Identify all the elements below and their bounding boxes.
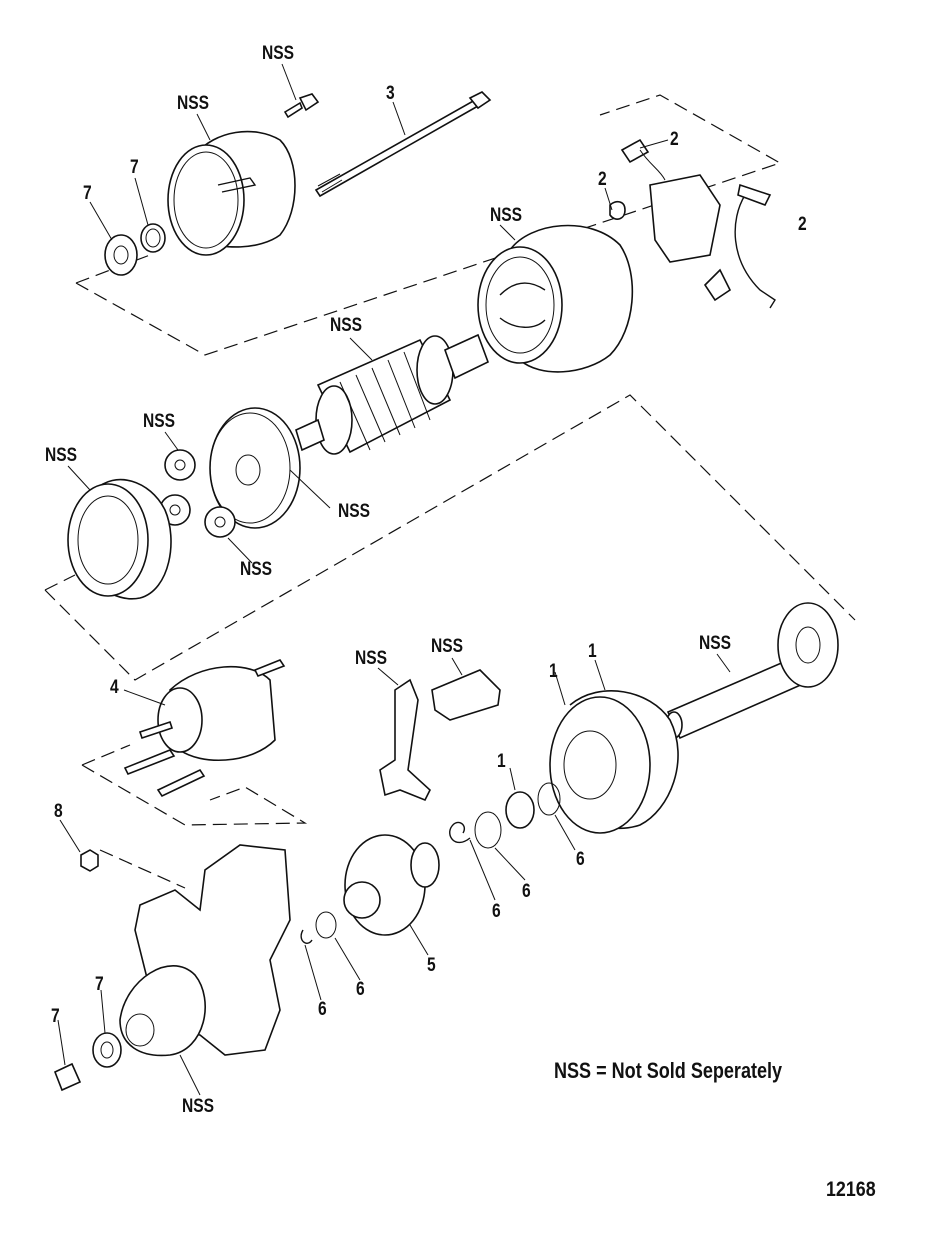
callout-nss-holder: NSS (431, 636, 464, 657)
callout-ring-6c: 6 (492, 901, 501, 922)
shift-lever-part (379, 678, 431, 802)
assembly-outline-solenoid (81, 744, 308, 826)
callout-brush-2b: 2 (598, 169, 607, 190)
washer-outer-top (104, 234, 138, 276)
callout-brush-2a: 2 (670, 129, 679, 150)
legend-text: NSS = Not Sold Seperately (554, 1058, 783, 1083)
nut-guide-line (99, 849, 186, 889)
callout-nss-gear-bottom: NSS (240, 559, 273, 580)
thru-bolt-part (314, 91, 492, 198)
armature-part (295, 333, 490, 455)
spring-ring-part (315, 911, 337, 939)
bolt-part (283, 93, 320, 119)
callout-nss-armature: NSS (330, 315, 363, 336)
callout-ring-6a: 6 (576, 849, 585, 870)
center-housing-part (549, 690, 679, 834)
bushing-part (53, 1062, 82, 1092)
brush-holder-part (609, 138, 776, 309)
callout-nss-ring-gear: NSS (45, 445, 78, 466)
nut-part (80, 849, 99, 872)
callout-nss-yoke: NSS (490, 205, 523, 226)
callout-nss-end-cover: NSS (177, 93, 210, 114)
assembly-outline-middle (44, 394, 856, 681)
assembly-outline-top (75, 94, 782, 356)
callout-bushing-7d: 7 (51, 1006, 60, 1027)
snap-ring-part (449, 821, 471, 844)
callout-nss-front-housing: NSS (182, 1096, 215, 1117)
callout-nss-shaft: NSS (699, 633, 732, 654)
clip-ring-part (300, 929, 313, 944)
callout-nss-lever: NSS (355, 648, 388, 669)
solenoid-part (123, 659, 286, 798)
washer-inner-top (140, 223, 166, 253)
o-ring-part (537, 782, 561, 816)
callout-housing-1a: 1 (588, 641, 597, 662)
front-housing-part (119, 844, 291, 1057)
callout-solenoid: 4 (110, 677, 119, 698)
callout-bearing-1c: 1 (497, 751, 506, 772)
clutch-part (343, 834, 440, 936)
washer-ring-part (474, 811, 502, 849)
callout-brush-2c: 2 (798, 214, 807, 235)
plate-part (209, 407, 301, 529)
drive-shaft-part (665, 602, 839, 740)
lever-holder-part (431, 669, 501, 721)
callout-thru-bolt: 3 (386, 83, 395, 104)
callout-washer-7c: 7 (95, 974, 104, 995)
callout-ring-6b: 6 (522, 881, 531, 902)
callout-nss-bolt: NSS (262, 43, 295, 64)
callout-nss-plate: NSS (338, 501, 371, 522)
bearing-part (505, 791, 535, 829)
callout-ring-6d: 6 (356, 979, 365, 1000)
callout-washer-7a: 7 (130, 157, 139, 178)
ring-gear-part (67, 478, 172, 600)
callout-clutch-5: 5 (427, 955, 436, 976)
callout-washer-7b: 7 (83, 183, 92, 204)
end-cover-part (167, 130, 296, 256)
leader-lines (57, 63, 731, 1096)
washer-front (92, 1032, 122, 1068)
callout-nut-8: 8 (54, 801, 63, 822)
yoke-part (477, 224, 634, 373)
figure-number: 12168 (826, 1178, 876, 1201)
callout-housing-1b: 1 (549, 661, 558, 682)
callout-nss-gear-top: NSS (143, 411, 176, 432)
callout-ring-6e: 6 (318, 999, 327, 1020)
